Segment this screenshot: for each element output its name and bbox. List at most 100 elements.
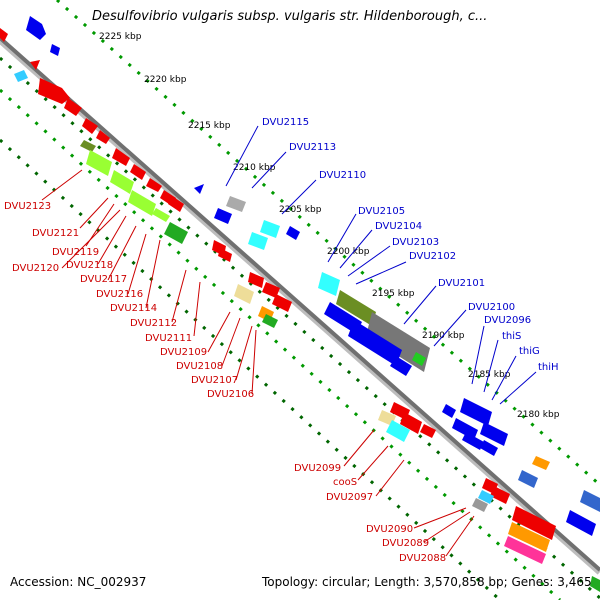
gene-feature-red[interactable] [38, 78, 70, 104]
gene-feature-blue[interactable] [442, 404, 456, 418]
map-title: Desulfovibrio vulgaris subsp. vulgaris s… [92, 9, 488, 24]
gene-feature-red[interactable] [0, 28, 8, 42]
gene-label-red[interactable]: DVU2112 [130, 318, 177, 329]
gene-feature-red[interactable] [272, 294, 292, 312]
gene-feature-red[interactable] [400, 412, 422, 434]
gene-feature-blue[interactable] [480, 422, 508, 446]
gene-feature-green[interactable] [412, 352, 426, 366]
gene-feature-blue[interactable] [462, 432, 484, 450]
gene-feature-red[interactable] [82, 118, 98, 134]
gene-feature-blue[interactable] [348, 320, 402, 366]
gene-feature-lime[interactable] [152, 208, 170, 222]
gene-feature-blue[interactable] [566, 510, 596, 536]
gene-feature-blue[interactable] [580, 490, 600, 512]
gene-label-red[interactable]: DVU2116 [96, 289, 143, 300]
gene-label-red[interactable]: DVU2111 [145, 333, 192, 344]
gene-feature-red[interactable] [96, 130, 110, 144]
gene-feature-cyan[interactable] [478, 490, 494, 504]
gene-label-red[interactable]: DVU2090 [366, 524, 413, 535]
gene-feature-red[interactable] [512, 506, 556, 540]
gene-label-red[interactable]: DVU2120 [12, 263, 59, 274]
gene-label-blue[interactable]: DVU2115 [262, 117, 309, 128]
gene-label-blue[interactable]: DVU2105 [358, 206, 405, 217]
red-leaders [41, 169, 475, 557]
gene-label-blue[interactable]: thiH [538, 362, 559, 373]
gene-label-blue[interactable]: thiS [502, 331, 521, 342]
gene-feature-red[interactable] [64, 98, 82, 116]
gene-feature-blue[interactable] [286, 226, 300, 240]
ruler-label: 2180 kbp [517, 410, 560, 420]
gene-feature-blue[interactable] [50, 44, 60, 56]
gene-feature-green[interactable] [262, 314, 278, 328]
gene-label-blue[interactable]: DVU2113 [289, 142, 336, 153]
gene-feature-blue[interactable] [460, 398, 492, 426]
gene-label-red[interactable]: DVU2117 [80, 274, 127, 285]
gene-feature-blue[interactable] [452, 418, 478, 440]
gene-label-red[interactable]: DVU2109 [160, 347, 207, 358]
gene-feature-cyan[interactable] [386, 420, 410, 442]
ruler-label: 2200 kbp [327, 247, 370, 257]
gene-feature-green[interactable] [164, 222, 188, 244]
gene-label-red[interactable]: DVU2118 [66, 260, 113, 271]
gene-feature-cyan[interactable] [14, 70, 28, 82]
gene-feature-lime[interactable] [128, 190, 156, 216]
gene-feature-olive[interactable] [80, 140, 96, 152]
gene-label-red[interactable]: DVU2089 [382, 538, 429, 549]
gene-label-red[interactable]: DVU2099 [294, 463, 341, 474]
gene-feature-lime[interactable] [86, 150, 112, 176]
gene-feature-gray[interactable] [472, 498, 488, 512]
gene-feature-blue[interactable] [480, 440, 498, 456]
gene-feature-blue[interactable] [390, 356, 412, 376]
gene-feature-red[interactable] [130, 164, 146, 180]
gene-label-red[interactable]: cooS [333, 477, 357, 488]
gene-feature-green[interactable] [590, 576, 600, 592]
gene-feature-cyan[interactable] [260, 220, 280, 238]
gene-label-red[interactable]: DVU2088 [399, 553, 446, 564]
gene-feature-blue[interactable] [214, 208, 232, 224]
gene-feature-red[interactable] [112, 148, 130, 166]
gene-feature-blue[interactable] [518, 470, 538, 488]
gene-feature-cyan[interactable] [318, 272, 340, 296]
gene-label-red[interactable]: DVU2119 [52, 247, 99, 258]
gene-feature-cyan[interactable] [248, 232, 268, 250]
gene-feature-orange[interactable] [508, 522, 550, 552]
gene-label-blue[interactable]: DVU2101 [438, 278, 485, 289]
gene-feature-red[interactable] [248, 272, 264, 288]
gene-label-blue[interactable]: DVU2103 [392, 237, 439, 248]
gene-feature-khaki[interactable] [234, 284, 254, 304]
gene-label-blue[interactable]: DVU2096 [484, 315, 531, 326]
gene-feature-red[interactable] [146, 178, 162, 192]
gene-feature-red[interactable] [262, 282, 280, 298]
gene-feature-red[interactable] [490, 486, 510, 504]
gene-label-blue[interactable]: DVU2104 [375, 221, 422, 232]
gene-label-red[interactable]: DVU2097 [326, 492, 373, 503]
gene-label-red[interactable]: DVU2123 [4, 201, 51, 212]
gene-label-blue[interactable]: DVU2110 [319, 170, 366, 181]
gene-label-red[interactable]: DVU2114 [110, 303, 157, 314]
gene-feature-red[interactable] [168, 196, 184, 212]
backbone-line [0, 36, 600, 572]
gene-label-blue[interactable]: thiG [519, 346, 540, 357]
gene-label-red[interactable]: DVU2121 [32, 228, 79, 239]
ruler-label: 2205 kbp [279, 205, 322, 215]
gene-label-blue[interactable]: DVU2102 [409, 251, 456, 262]
gene-feature-blue[interactable] [194, 184, 204, 194]
gene-feature-red[interactable] [30, 60, 40, 70]
gene-label-red[interactable]: DVU2107 [191, 375, 238, 386]
gene-label-blue[interactable]: DVU2100 [468, 302, 515, 313]
gene-label-red[interactable]: DVU2106 [207, 389, 254, 400]
backbone [0, 36, 600, 575]
gene-feature-gray[interactable] [226, 196, 246, 212]
accession-label: Accession: NC_002937 [10, 575, 147, 589]
gene-feature-olive[interactable] [336, 290, 376, 326]
gene-feature-blue[interactable] [26, 16, 46, 40]
gene-feature-magenta[interactable] [504, 536, 546, 564]
gene-feature-red[interactable] [218, 248, 232, 262]
ruler-label: 2225 kbp [99, 32, 142, 42]
gene-label-red[interactable]: DVU2108 [176, 361, 223, 372]
inner-ring-lower [0, 138, 502, 600]
gene-feature-lime[interactable] [110, 170, 134, 194]
gene-feature-orange[interactable] [532, 456, 550, 470]
gene-feature-red[interactable] [420, 424, 436, 438]
